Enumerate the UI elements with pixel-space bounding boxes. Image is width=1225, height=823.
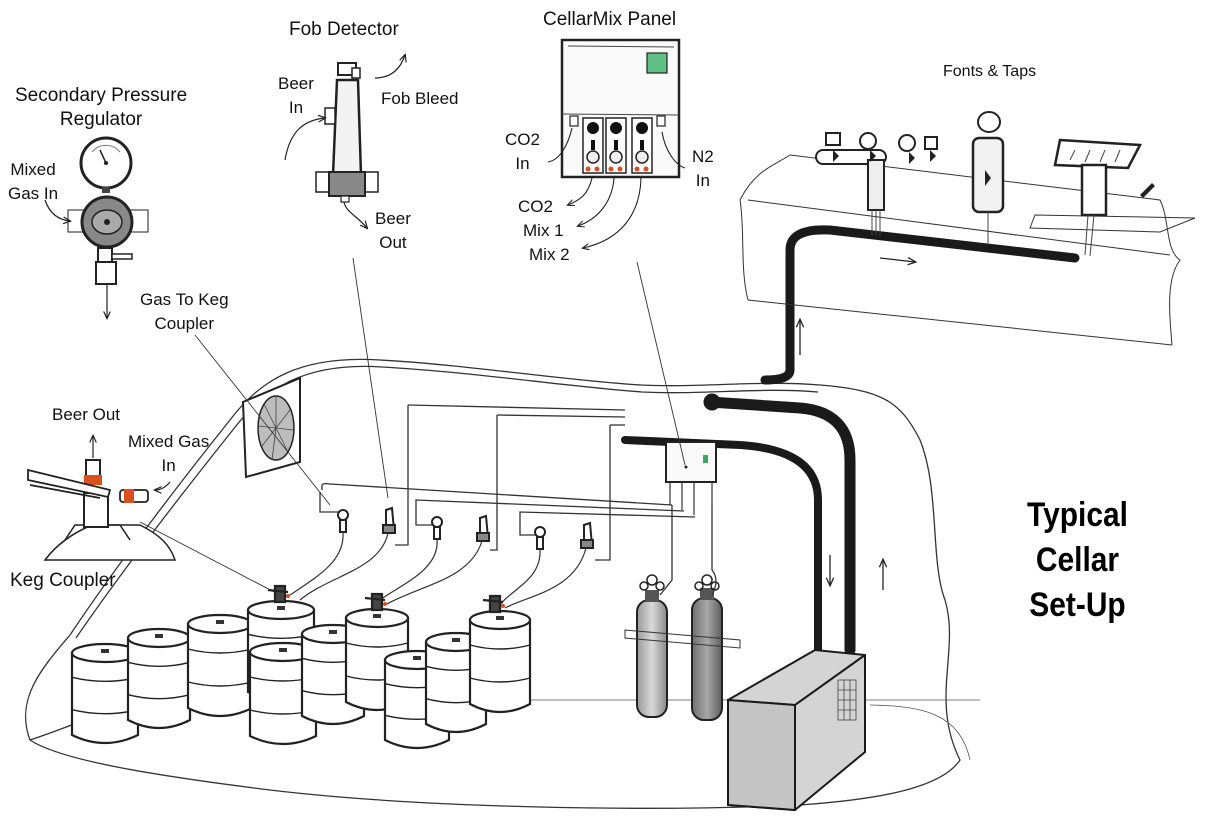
title-line-3: Set-Up	[1029, 586, 1126, 624]
fob-detector-title: Fob Detector	[289, 19, 399, 40]
keg-coupler-icon	[27, 436, 177, 561]
label-line: Gas In	[8, 184, 59, 203]
output-co2-label: CO2	[518, 197, 553, 216]
label-line: In	[515, 154, 530, 173]
wall-fob-detectors	[382, 506, 594, 549]
wall-gas-connectors	[337, 509, 546, 550]
label-line: In	[161, 456, 176, 475]
title-line-1: Typical	[1027, 496, 1128, 534]
regulator-mixed-gas-in-label: Mixed Gas In	[8, 158, 58, 206]
cellar-fan-icon	[241, 376, 301, 479]
label-line: Beer	[375, 209, 411, 228]
pointer-lines	[139, 257, 686, 596]
python-line	[621, 225, 1080, 659]
keg-icon	[70, 642, 140, 745]
label-line: Mixed	[10, 160, 56, 179]
fonts-taps-title: Fonts & Taps	[943, 63, 1037, 80]
beer-lines	[395, 404, 626, 561]
gas-lines	[319, 483, 717, 596]
secondary-regulator-icon	[44, 136, 149, 318]
diagram-title: Typical Cellar Set-Up	[1014, 493, 1142, 628]
coupler-beer-out-label: Beer Out	[52, 405, 121, 424]
keg-coupler-small-icon	[364, 592, 387, 612]
keg-icon	[126, 627, 192, 730]
keg-coupler-small-icon	[267, 584, 290, 604]
label-line: CO2	[505, 130, 540, 149]
cellarmix-panel-small-icon	[665, 441, 717, 515]
keg-coupler-title: Keg Coupler	[10, 570, 116, 591]
cellarmix-panel-title: CellarMix Panel	[543, 9, 677, 30]
kegs	[70, 584, 532, 750]
label-line: N2	[692, 147, 714, 166]
fob-beer-out-label: Beer Out	[375, 207, 411, 255]
n2-cylinder-icon	[691, 574, 723, 721]
label-line: Gas To Keg	[140, 290, 229, 309]
fob-detector-icon	[284, 55, 405, 228]
label-line: Beer	[278, 74, 314, 93]
title-line-2: Cellar	[1035, 541, 1120, 579]
keg-coupler-small-icon	[482, 594, 505, 614]
cylinder-bracket	[624, 629, 741, 649]
secondary-regulator-title: Secondary Pressure Regulator	[15, 84, 187, 132]
output-mix2-label: Mix 2	[529, 245, 570, 264]
n2-in-label: N2 In	[692, 145, 714, 193]
cooler-unit-icon	[727, 648, 866, 812]
flow-arrows	[800, 258, 915, 590]
label-line: Mixed Gas	[128, 432, 210, 451]
label-line: Secondary Pressure	[15, 85, 188, 106]
cellarmix-panel-icon	[547, 38, 686, 248]
keg-icon	[468, 609, 532, 714]
fonts-and-taps-icon	[739, 111, 1196, 346]
label-line: In	[288, 98, 304, 117]
keg-hoses	[289, 531, 587, 609]
label-line: Out	[379, 233, 407, 252]
output-mix1-label: Mix 1	[523, 221, 564, 240]
coupler-mixed-gas-in-label: Mixed Gas In	[128, 430, 209, 478]
co2-cylinder-icon	[636, 574, 668, 718]
label-line: Regulator	[59, 109, 143, 130]
fob-bleed-label: Fob Bleed	[381, 89, 459, 108]
keg-icon	[186, 613, 254, 718]
label-line: Coupler	[154, 314, 215, 333]
co2-in-label: CO2 In	[505, 128, 540, 176]
gas-to-keg-coupler-label: Gas To Keg Coupler	[140, 288, 229, 336]
label-line: In	[695, 171, 710, 190]
fob-beer-in-label: Beer In	[278, 72, 314, 120]
